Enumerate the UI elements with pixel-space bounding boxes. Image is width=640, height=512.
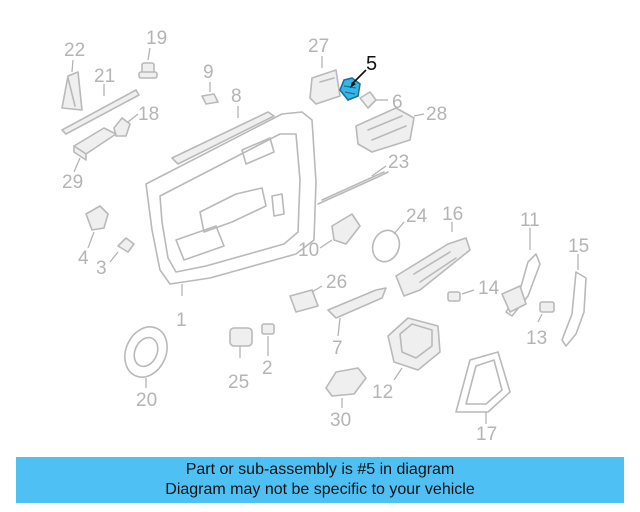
callout-3: 3 xyxy=(96,258,107,279)
part-7-pull-strap xyxy=(327,287,387,337)
part-5-switch-highlighted xyxy=(339,69,367,101)
callout-13: 13 xyxy=(526,328,547,349)
part-16-armrest-panel xyxy=(395,222,471,297)
callout-12: 12 xyxy=(372,382,393,403)
callout-2: 2 xyxy=(262,358,273,379)
part-19-bolt xyxy=(138,47,158,79)
part-handle-insert xyxy=(501,285,527,313)
callout-17: 17 xyxy=(476,424,497,445)
callout-25: 25 xyxy=(228,372,249,393)
callout-19: 19 xyxy=(146,28,167,49)
part-4-clip xyxy=(85,205,109,249)
callout-5: 5 xyxy=(366,53,377,75)
callout-21: 21 xyxy=(94,66,115,87)
callout-22: 22 xyxy=(64,40,85,61)
callout-11: 11 xyxy=(520,210,540,231)
part-20-speaker xyxy=(124,326,168,388)
callout-8: 8 xyxy=(231,86,242,107)
callout-23: 23 xyxy=(388,152,409,173)
callout-24: 24 xyxy=(406,206,428,227)
callout-9: 9 xyxy=(203,62,214,83)
callout-1: 1 xyxy=(176,310,187,331)
callout-4: 4 xyxy=(78,248,89,269)
callout-14: 14 xyxy=(478,278,500,299)
part-29-switch xyxy=(73,127,117,173)
callout-26: 26 xyxy=(326,272,347,293)
part-2-screw xyxy=(261,323,275,356)
part-26-switch xyxy=(289,285,323,313)
part-23-cable xyxy=(317,165,389,205)
part-12-storage-bin xyxy=(387,317,441,381)
callout-7: 7 xyxy=(332,338,343,359)
part-27-switch-housing xyxy=(309,56,341,105)
part-22-mirror-trim xyxy=(61,59,83,111)
banner-line-disclaimer: Diagram may not be specific to your vehi… xyxy=(165,481,475,498)
part-25-motor xyxy=(229,327,253,358)
part-28-switch-panel xyxy=(355,107,425,153)
part-30-bezel xyxy=(325,367,367,408)
part-8-trim-strip xyxy=(171,106,275,165)
callout-27: 27 xyxy=(308,36,329,57)
part-14-clip xyxy=(447,289,475,302)
banner-line-part: Part or sub-assembly is #5 in diagram xyxy=(185,461,455,478)
callout-30: 30 xyxy=(330,410,351,431)
part-13-clip xyxy=(537,301,555,323)
part-24-speaker-cover xyxy=(371,221,405,263)
info-banner: Part or sub-assembly is #5 in diagram Di… xyxy=(16,457,624,503)
part-3-grommet xyxy=(109,237,135,263)
part-21-belt-molding xyxy=(61,84,140,135)
part-17-lower-panel xyxy=(455,351,511,424)
callout-18: 18 xyxy=(138,104,159,125)
callout-16: 16 xyxy=(442,204,463,225)
part-1-door-panel xyxy=(145,111,317,296)
callout-15: 15 xyxy=(568,236,589,257)
part-6-clip xyxy=(359,91,388,109)
callout-20: 20 xyxy=(136,390,157,411)
parts-diagram: 22 19 21 9 8 18 29 27 5 6 28 23 24 16 11… xyxy=(61,28,589,445)
part-10-bracket xyxy=(319,213,361,249)
part-9-clip xyxy=(201,82,219,105)
callout-28: 28 xyxy=(426,104,447,125)
callout-10: 10 xyxy=(298,240,319,261)
callout-29: 29 xyxy=(62,172,83,193)
part-18-clip xyxy=(113,113,139,137)
callout-6: 6 xyxy=(392,92,403,113)
part-15-pillar-trim xyxy=(561,254,587,347)
